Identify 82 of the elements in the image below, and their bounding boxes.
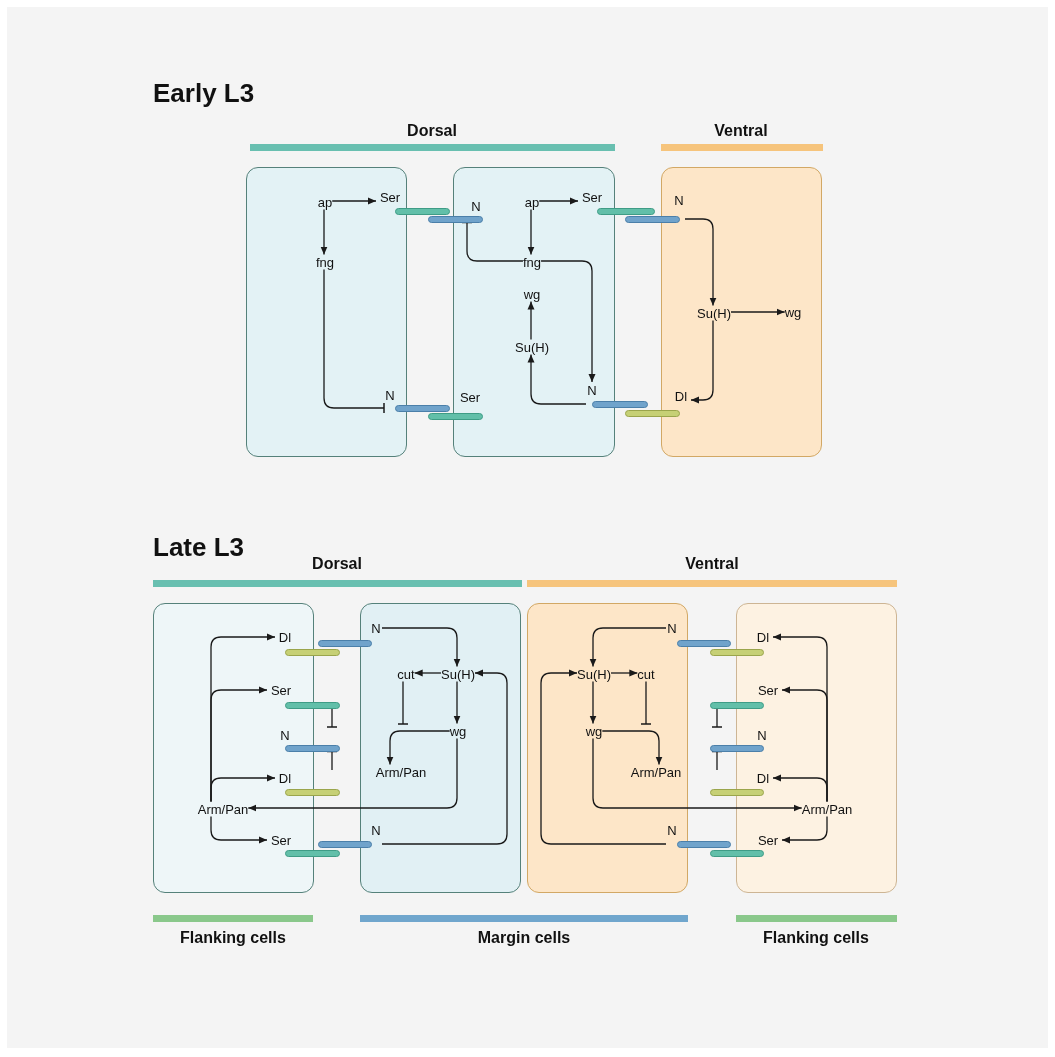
cell-box [153, 603, 314, 893]
arrow [772, 774, 828, 803]
arrow [527, 208, 535, 256]
arrow [331, 197, 377, 205]
gene-label: wg [449, 723, 467, 739]
protein-label: N [371, 822, 381, 838]
arrow [589, 680, 597, 725]
cell-box [246, 167, 407, 457]
protein-label: N [280, 727, 290, 743]
protein-label: N [471, 198, 481, 214]
protein-label: Dl [756, 770, 770, 786]
gene-label: Su(H) [577, 666, 611, 682]
protein-label: Ser [757, 832, 779, 848]
arrow [690, 319, 714, 404]
panel-heading: Early L3 [153, 78, 255, 109]
gene-label: Arm/Pan [375, 764, 427, 780]
region-label: Flanking cells [180, 929, 286, 947]
arrow [453, 680, 461, 725]
arrow [538, 197, 579, 205]
gene-label: wg [585, 723, 603, 739]
gene-label: fng [522, 254, 542, 270]
gene-label: Arm/Pan [801, 801, 853, 817]
cell-box [661, 167, 822, 457]
gene-label: ap [317, 194, 333, 210]
arrow [540, 260, 596, 383]
protein-label: Dl [278, 770, 292, 786]
arrow [589, 627, 667, 668]
arrow [730, 308, 786, 316]
protein-label: N [667, 822, 677, 838]
protein-label: N [371, 620, 381, 636]
gene-label: wg [523, 286, 541, 302]
arrow [210, 815, 268, 844]
arrow [210, 774, 276, 803]
arrow [592, 737, 803, 812]
protein-label: N [757, 727, 767, 743]
arrow [381, 627, 461, 668]
protein-label: N [667, 620, 677, 636]
arrow [320, 208, 328, 256]
protein-label: Ser [270, 682, 292, 698]
gene-label: Su(H) [697, 305, 731, 321]
protein-label: Dl [278, 629, 292, 645]
protein-label: N [587, 382, 597, 398]
gene-label: ap [524, 194, 540, 210]
cell-box [527, 603, 688, 893]
protein-label: Ser [270, 832, 292, 848]
region-label: Dorsal [407, 122, 457, 140]
protein-label: Ser [581, 189, 603, 205]
region-label: Ventral [685, 555, 739, 573]
protein-label: Dl [674, 388, 688, 404]
arrow [247, 737, 458, 812]
gene-label: wg [784, 304, 802, 320]
arrow [540, 669, 667, 845]
protein-label: N [385, 387, 395, 403]
protein-label: Ser [379, 189, 401, 205]
region-label: Ventral [714, 122, 768, 140]
cell-box [360, 603, 521, 893]
arrow [781, 815, 828, 844]
protein-label: Ser [459, 389, 481, 405]
region-label: Flanking cells [763, 929, 869, 947]
gene-label: Su(H) [441, 666, 475, 682]
gene-label: Arm/Pan [197, 801, 249, 817]
arrow [527, 353, 587, 405]
panel-heading: Late L3 [153, 532, 245, 563]
arrow [414, 669, 442, 677]
arrow [381, 669, 508, 845]
gene-label: cut [637, 666, 655, 682]
arrow [684, 218, 717, 307]
protein-label: Dl [756, 629, 770, 645]
gene-label: cut [397, 666, 415, 682]
arrow [386, 730, 451, 766]
arrow [610, 669, 638, 677]
protein-label: Ser [757, 682, 779, 698]
arrow [601, 730, 663, 766]
arrow [527, 300, 535, 341]
gene-label: Arm/Pan [630, 764, 682, 780]
region-label: Margin cells [477, 929, 571, 947]
gene-label: Su(H) [515, 339, 549, 355]
gene-label: fng [315, 254, 335, 270]
region-label: Dorsal [312, 555, 362, 573]
protein-label: N [674, 192, 684, 208]
cell-box [736, 603, 897, 893]
cell-box [453, 167, 615, 457]
